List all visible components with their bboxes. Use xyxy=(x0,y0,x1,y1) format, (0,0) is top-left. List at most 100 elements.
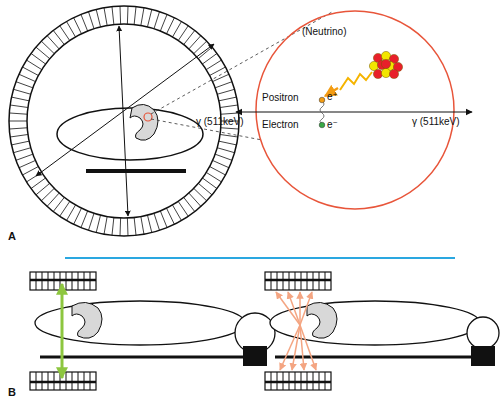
detector-element xyxy=(54,372,55,390)
detector-element xyxy=(313,272,314,290)
detector-element xyxy=(36,372,37,390)
detector-element xyxy=(12,97,30,101)
detector-element xyxy=(13,89,30,94)
electron-dot xyxy=(319,122,325,128)
detector-element xyxy=(10,105,28,108)
detector-element xyxy=(173,21,182,37)
detector-element xyxy=(277,372,278,390)
gamma-ray-arrow xyxy=(236,111,472,112)
detector-element xyxy=(141,217,144,235)
scanner xyxy=(30,272,275,390)
detector-element xyxy=(60,201,70,216)
detector-element xyxy=(36,183,50,195)
detector-element xyxy=(217,148,234,153)
zoom-circle xyxy=(256,11,454,209)
detector-element xyxy=(160,14,167,31)
detector-element xyxy=(53,197,64,211)
detector-element xyxy=(198,183,212,195)
nucleon xyxy=(389,69,398,78)
detector-element xyxy=(78,372,79,390)
detector-element xyxy=(173,205,182,221)
detector-element xyxy=(74,208,82,224)
detector-element xyxy=(325,372,326,390)
detector-element xyxy=(53,30,64,44)
photon-energy-label: γ (511keV) xyxy=(412,116,460,128)
detector-element xyxy=(154,12,160,29)
detector-element xyxy=(41,188,54,201)
detector-element xyxy=(313,372,314,390)
detector-element xyxy=(16,82,33,88)
gamma-pair-line xyxy=(119,26,128,216)
detector-element xyxy=(67,205,76,221)
particle-label: (Neutrino) xyxy=(302,26,346,38)
patient-bed xyxy=(40,356,255,359)
detector-element xyxy=(147,215,151,232)
coincidence-arrow xyxy=(61,284,64,378)
detector-element xyxy=(26,60,41,70)
charge-symbol: e⁻ xyxy=(327,119,338,131)
detector-element xyxy=(47,193,59,206)
detector-element xyxy=(81,14,88,31)
detector-element xyxy=(48,372,49,390)
detector-element xyxy=(127,218,129,236)
panel-letter: A xyxy=(8,230,16,242)
detector-bar xyxy=(30,279,96,282)
detector-element xyxy=(78,272,79,290)
detector-element xyxy=(202,53,217,64)
panel-b-scanners xyxy=(30,272,499,390)
detector-element xyxy=(215,82,232,88)
detector-element xyxy=(210,67,226,75)
detector-element xyxy=(219,97,237,101)
detector-element xyxy=(301,272,302,290)
nucleon xyxy=(373,69,382,78)
annihilation-wiggle xyxy=(320,101,324,123)
detector-element xyxy=(36,272,37,290)
scanner xyxy=(265,272,499,390)
organ xyxy=(72,302,102,338)
detector-element xyxy=(134,217,136,235)
particle-label: Positron xyxy=(262,92,299,104)
photon-arrow xyxy=(292,325,300,370)
detector-element xyxy=(81,211,88,228)
detector-element xyxy=(10,134,28,137)
detector-element xyxy=(221,128,239,129)
detector-element xyxy=(319,372,320,390)
detector-element xyxy=(210,167,226,175)
detector-element xyxy=(127,6,129,24)
detector-element xyxy=(271,272,272,290)
detector-element xyxy=(295,372,296,390)
detector-element xyxy=(178,26,188,41)
detector-element xyxy=(289,272,290,290)
detector-element xyxy=(36,47,50,59)
patient-body xyxy=(35,301,245,345)
photon-arrow xyxy=(299,292,301,325)
detector-element xyxy=(307,272,308,290)
detector-element xyxy=(289,372,290,390)
detector-element xyxy=(67,21,76,37)
detector-element xyxy=(47,36,59,49)
detector-element xyxy=(9,121,27,122)
detector-element xyxy=(42,272,43,290)
photon-arrow xyxy=(300,292,312,325)
gamma-pair-line xyxy=(36,44,214,176)
detector-element xyxy=(60,372,61,390)
detector-element xyxy=(84,372,85,390)
detector-element xyxy=(60,272,61,290)
detector-element xyxy=(189,36,201,49)
detector-element xyxy=(96,215,100,232)
detector-element xyxy=(160,211,167,228)
bed-support xyxy=(471,346,495,366)
detector-block xyxy=(265,372,331,390)
detector-element xyxy=(119,218,121,236)
bed-support xyxy=(243,346,267,366)
detector-element xyxy=(184,30,195,44)
photon-arrow xyxy=(300,325,316,370)
detector-element xyxy=(96,9,100,26)
detector-element xyxy=(22,167,38,175)
detector-element xyxy=(307,372,308,390)
detector-element xyxy=(88,213,94,230)
detector-element xyxy=(202,178,217,189)
panel-letter: B xyxy=(8,386,16,398)
